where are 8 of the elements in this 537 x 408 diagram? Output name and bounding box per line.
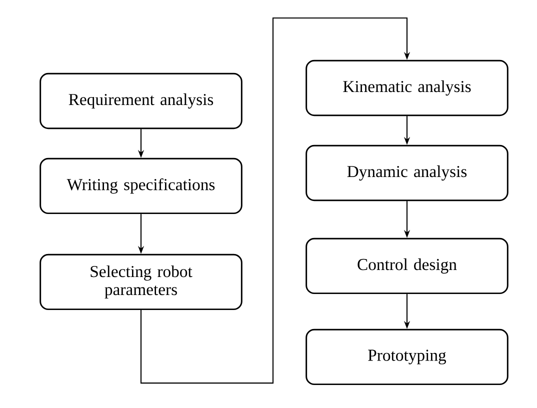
- process-box: Control design: [306, 238, 508, 294]
- process-box: Requirement analysis: [40, 72, 242, 130]
- process-box: Kinematic analysis: [306, 60, 508, 116]
- process-box: Prototyping: [306, 328, 508, 386]
- process-box: Selecting robot parameters: [40, 254, 242, 310]
- process-box: Dynamic analysis: [306, 144, 508, 202]
- process-box: Writing specifications: [40, 158, 242, 214]
- arrow: [140, 17, 410, 384]
